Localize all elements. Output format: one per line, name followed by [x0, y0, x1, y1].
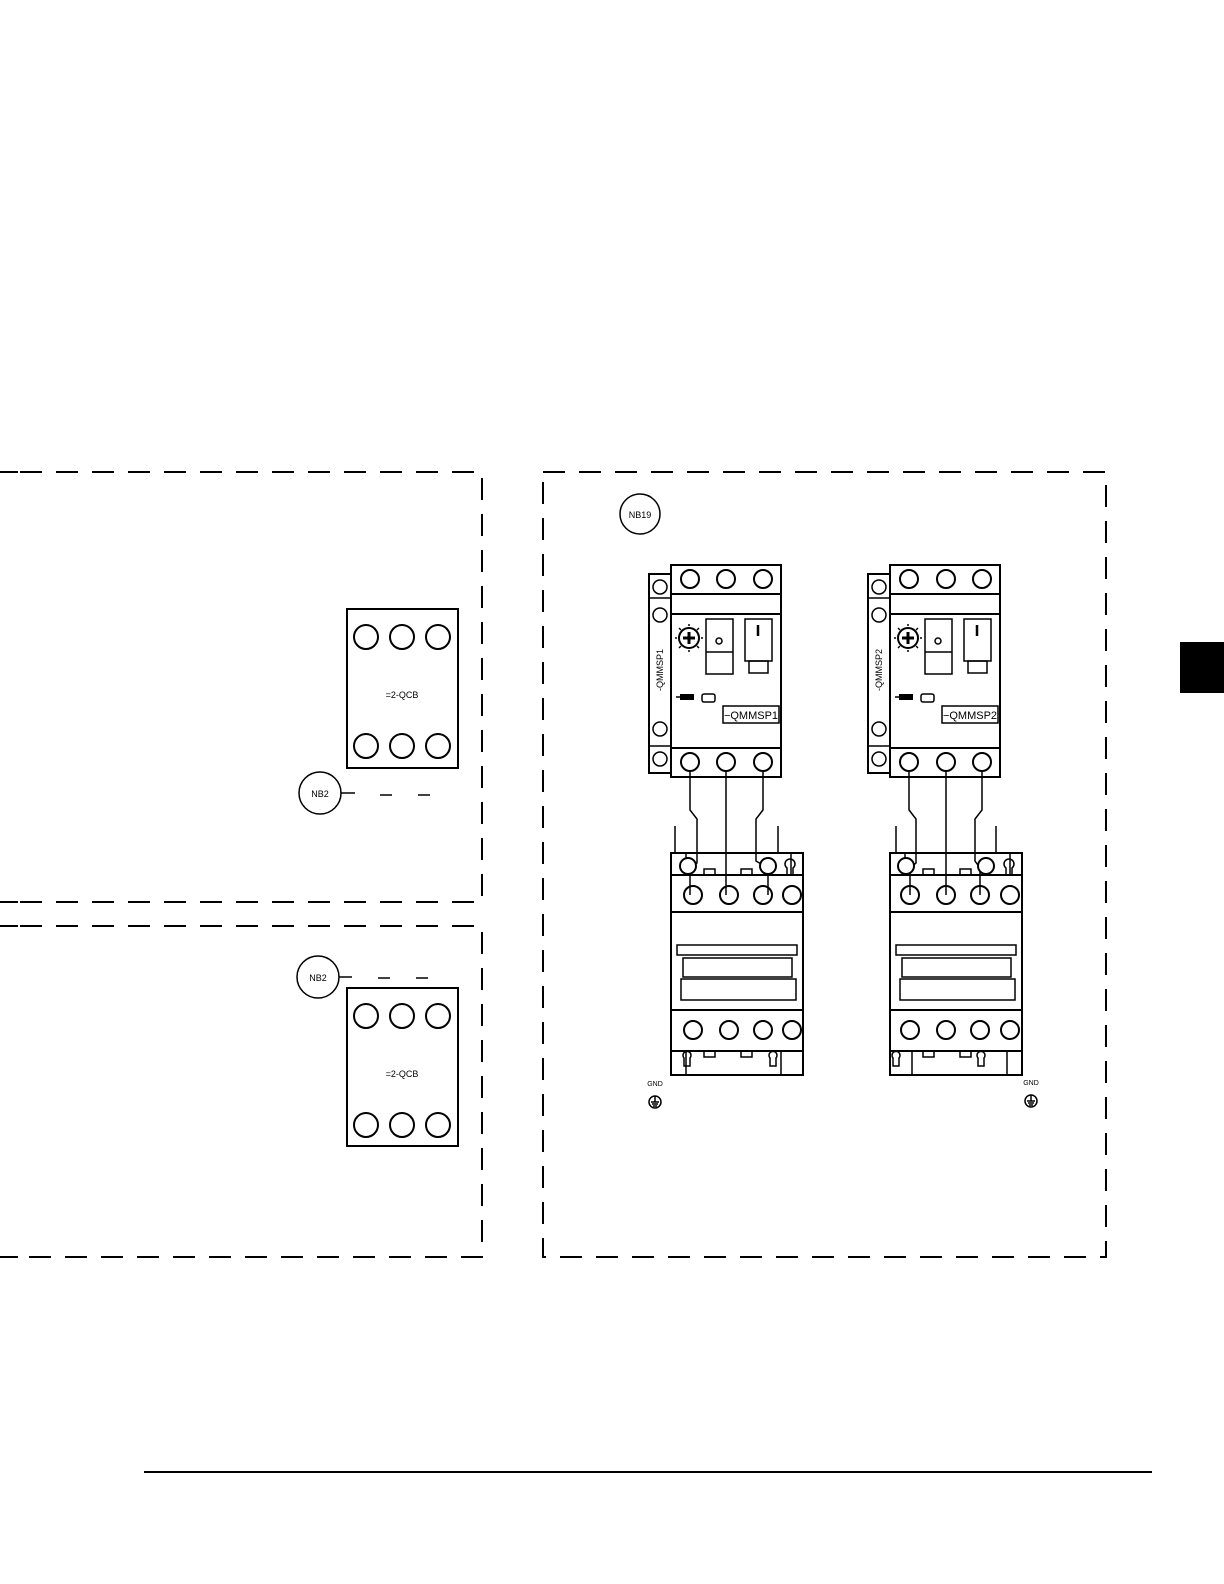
- circuit-breaker-qcb: =2-QCB: [347, 609, 458, 768]
- on-switch-i-icon: [745, 619, 772, 673]
- page-tab: [1180, 642, 1224, 693]
- motor-protection-breaker: -QMMSP2: [868, 565, 1000, 777]
- ground-terminal: GND: [647, 1081, 663, 1108]
- device-tag-label: −QMMSP1: [724, 710, 778, 722]
- callout-label: NB2: [309, 973, 327, 983]
- on-switch-i-icon: [964, 619, 991, 673]
- trip-indicator-icon: [895, 694, 934, 702]
- circuit-breaker-qcb: =2-QCB: [347, 988, 458, 1146]
- ground-terminal: GND: [1023, 1080, 1039, 1107]
- panel-top-left: =2-QCB NB2: [0, 472, 482, 902]
- callout-nb2: NB2: [297, 956, 428, 998]
- contactor: [890, 853, 1022, 1075]
- off-switch-o-icon: [706, 619, 733, 674]
- device-tag: −QMMSP1: [723, 706, 779, 723]
- contactor: [671, 853, 803, 1075]
- off-switch-o-icon: [925, 619, 952, 674]
- device-tag: −QMMSP2: [942, 706, 998, 723]
- adjustment-dial-icon: [894, 624, 922, 652]
- device-tag-label: −QMMSP2: [943, 710, 997, 722]
- gnd-label: GND: [647, 1081, 663, 1088]
- panel-right: NB19 -QMMSP1: [543, 472, 1106, 1257]
- callout-nb2: NB2: [299, 772, 430, 814]
- callout-label: NB19: [629, 510, 652, 520]
- motor-protection-breaker: -QMMSP1: [649, 565, 781, 777]
- callout-label: NB2: [311, 789, 329, 799]
- callout-nb19: NB19: [620, 494, 660, 534]
- device-side-label: -QMMSP2: [874, 649, 884, 691]
- adjustment-dial-icon: [675, 624, 703, 652]
- ground-icon: [1025, 1095, 1037, 1107]
- trip-indicator-icon: [676, 694, 715, 702]
- motor-starter-2: -QMMSP2: [868, 565, 1039, 1107]
- device-side-label: -QMMSP1: [655, 649, 665, 691]
- breaker-label: =2-QCB: [386, 690, 419, 700]
- breaker-label: =2-QCB: [386, 1069, 419, 1079]
- ground-icon: [649, 1096, 661, 1108]
- motor-starter-1: -QMMSP1: [647, 565, 803, 1108]
- wiring-links: [675, 771, 778, 895]
- panel-bottom-left: NB2 =2-QCB: [0, 926, 482, 1257]
- wiring-links: [896, 771, 996, 895]
- gnd-label: GND: [1023, 1080, 1039, 1087]
